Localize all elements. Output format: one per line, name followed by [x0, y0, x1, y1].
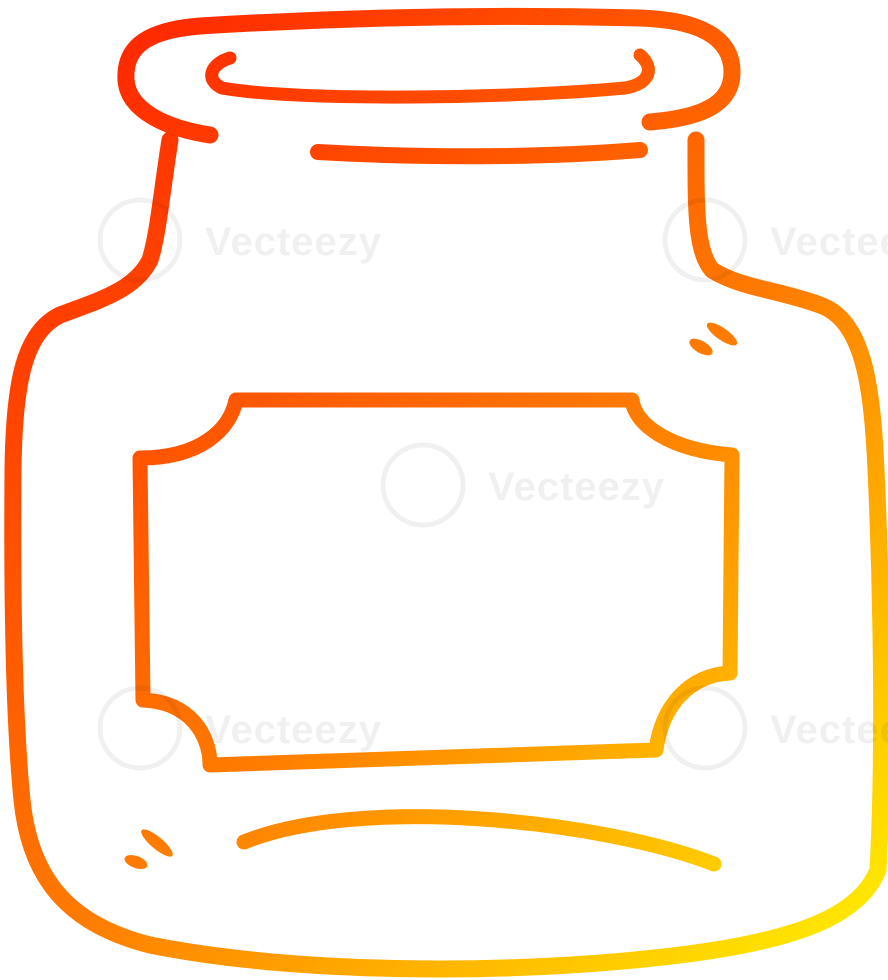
- watermark-text: Vecteezy: [205, 708, 382, 752]
- jar-neck-line: [310, 142, 648, 165]
- jar-body-outline: [4, 131, 888, 978]
- watermark-text: Vecteezy: [205, 220, 382, 264]
- vecteezy-v-icon: [662, 685, 748, 771]
- vecteezy-v-icon: [97, 197, 183, 283]
- highlight-dash: [706, 322, 738, 346]
- vecteezy-v-icon: [97, 685, 183, 771]
- watermark: Vecteezy: [662, 197, 888, 283]
- watermark: Vecteezy: [662, 685, 888, 771]
- watermark: Vecteezy: [97, 685, 382, 771]
- watermark-text: Vecteezy: [488, 465, 665, 509]
- vecteezy-v-icon: [662, 197, 748, 283]
- watermark-layer: Vecteezy Vecteezy Vecteezy Vecteezy Vect…: [97, 197, 888, 771]
- watermark-text: Vecteezy: [770, 220, 888, 264]
- highlight-dash: [124, 855, 148, 869]
- highlight-dash: [141, 829, 173, 857]
- watermark: Vecteezy: [380, 442, 665, 528]
- jar-highlight-marks: [124, 322, 738, 869]
- vecteezy-v-icon: [380, 442, 466, 528]
- jar-label-frame: [132, 392, 740, 773]
- jar-rim-inner: [205, 48, 655, 104]
- jar-bottom-curve: [236, 809, 722, 872]
- watermark-text: Vecteezy: [770, 708, 888, 752]
- highlight-dash: [689, 338, 713, 356]
- jar-rim-outline: [117, 7, 741, 144]
- watermark: Vecteezy: [97, 197, 382, 283]
